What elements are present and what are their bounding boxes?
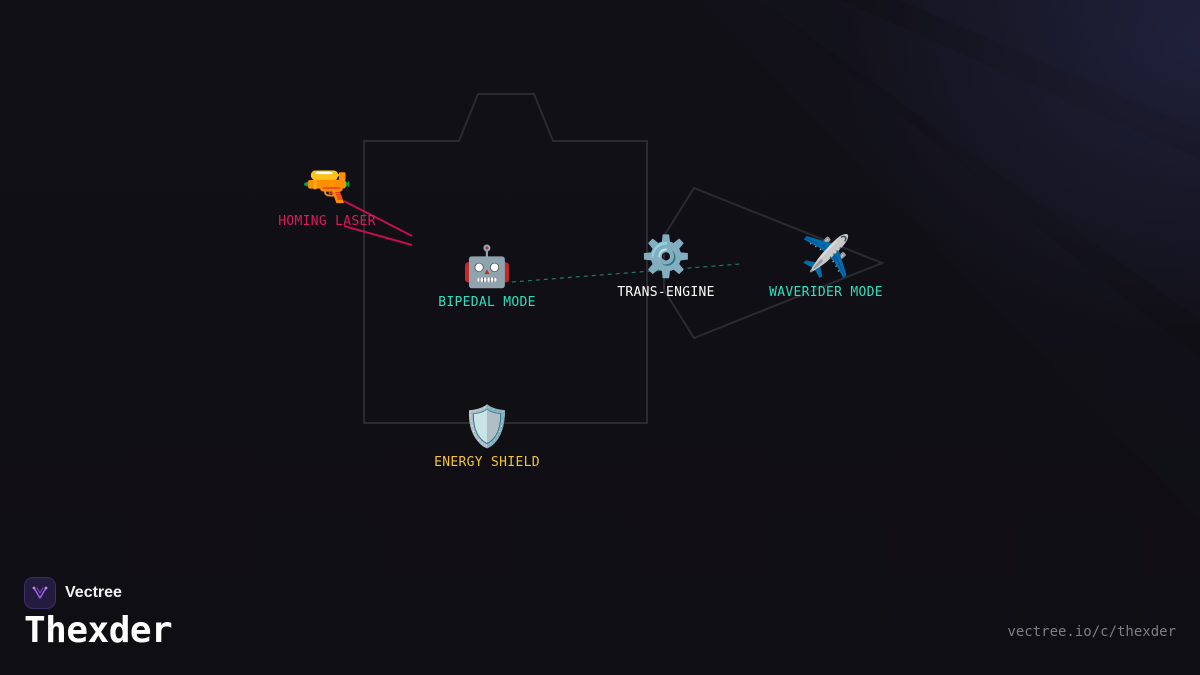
node-energy-shield[interactable]: 🛡️ ENERGY SHIELD	[434, 403, 540, 470]
robot-outline	[363, 93, 648, 424]
footer-url[interactable]: vectree.io/c/thexder	[1007, 624, 1176, 640]
laser-beam-lower	[343, 225, 413, 246]
shield-icon: 🛡️	[462, 404, 512, 450]
laser-gun-icon: 🔫	[302, 163, 352, 209]
node-label: HOMING LASER	[278, 214, 376, 229]
airplane-icon: ✈️	[801, 234, 851, 280]
robot-icon: 🤖	[462, 244, 512, 290]
laser-beam-upper	[343, 200, 413, 237]
node-waverider-mode[interactable]: ✈️ WAVERIDER MODE	[769, 233, 883, 300]
brand-name: Vectree	[65, 584, 122, 601]
node-label: BIPEDAL MODE	[438, 295, 536, 310]
node-label: WAVERIDER MODE	[769, 285, 883, 300]
node-trans-engine[interactable]: ⚙️ TRANS-ENGINE	[617, 233, 715, 300]
transform-link	[511, 263, 741, 283]
node-label: TRANS-ENGINE	[617, 285, 715, 300]
page-title: Thexder	[24, 610, 173, 651]
vectree-logo-icon	[24, 577, 56, 609]
jet-outline	[663, 186, 885, 340]
node-label: ENERGY SHIELD	[434, 455, 540, 470]
node-bipedal-mode[interactable]: 🤖 BIPEDAL MODE	[438, 243, 536, 310]
brand[interactable]: Vectree	[24, 577, 122, 609]
gear-icon: ⚙️	[641, 234, 691, 280]
node-homing-laser[interactable]: 🔫 HOMING LASER	[278, 162, 376, 229]
